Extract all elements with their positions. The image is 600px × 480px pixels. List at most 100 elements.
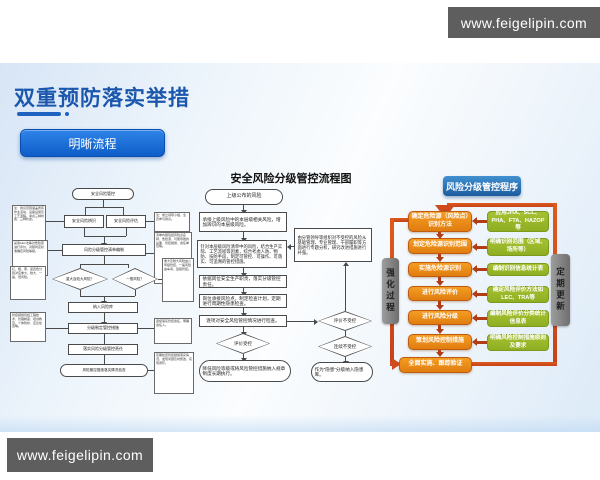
loop-arrowhead-right: [392, 358, 401, 370]
lc-note: 管控措施包括工程技术、管理制度、培训教育、个体防护、应急处置等。: [10, 312, 46, 342]
flow-arrow: [345, 357, 346, 362]
flow-arrow: [243, 327, 244, 333]
rc-step: 策划风险控制措施: [408, 334, 472, 350]
mc-start-ellipse: 上级公布的风险: [205, 189, 283, 205]
flow-arrow: [243, 288, 244, 293]
note-arrow: [477, 317, 487, 320]
rc-step: 确定危险源（风险点）识别方法: [408, 211, 472, 232]
right-chart-title: 风险分级管控程序: [443, 176, 521, 196]
rc-bar-right: 定期更新: [551, 254, 570, 326]
diamond-fill: [53, 269, 107, 289]
note-arrow: [477, 246, 487, 249]
watermark-top-right: www.feigelipin.com: [448, 7, 600, 38]
rc-note: 应用JHA、SCL、PHA、FTA、HAZOP等: [487, 210, 549, 232]
rc-step: 进行风险分级: [408, 310, 472, 325]
flow-arrow: [104, 313, 105, 323]
flow-line: [126, 228, 127, 236]
loop-line: [472, 362, 557, 366]
mc-end-left: 降低风险等级或将风险管控措施纳入规章制度长期执行。: [199, 360, 291, 382]
lc-branch-right: 安全风险评估: [106, 215, 146, 228]
section-badge: 明晰流程: [20, 129, 165, 157]
flow-line: [80, 296, 135, 297]
flow-line: [84, 236, 126, 237]
diamond-fill: [113, 269, 157, 289]
note-arrow: [477, 220, 487, 223]
diamond-label: 连续不受控: [333, 343, 357, 349]
flow-line: [80, 290, 81, 296]
flow-arrow: [287, 321, 315, 322]
rc-step: 划定危险源识别范围: [408, 238, 472, 254]
lc-diamond-general: 一般风险？: [112, 268, 158, 290]
left-flowchart: 安全风险管控 安全风险辨识 安全风险评估 注：辨识范围涵盖所有作业活动、设备设施…: [10, 183, 196, 394]
flow-arrow: [243, 308, 244, 314]
diamond-label: 评价不受控: [333, 318, 357, 323]
mc-step3: 依据岗位安全生产职责，落实分级管控责任。: [199, 275, 287, 288]
lc-note: 定期检查管控措施落实情况，发现问题及时整改，实现闭环。: [154, 352, 194, 394]
step-arrow: [438, 254, 441, 258]
mc-decision-uncontrolled: 评价不受控: [318, 311, 372, 331]
flow-line: [48, 250, 62, 251]
mc-step4: 岗位承接风险点，制定检查计划，定期进行周期性隐患检查。: [199, 294, 287, 308]
right-diagram: 风险分级管控程序 确定危险源（风险点）识别方法 划定危险源识别范围 实施危险源识…: [380, 160, 600, 382]
flow-line: [85, 207, 123, 208]
lc-list-box: 风险分级管控清单编制: [62, 244, 146, 256]
middle-flowchart: 安全风险分级管控流程图 上级公布的风险 承接上级风险中的本层级相关风险，增加辨识…: [195, 170, 391, 384]
loop-line: [447, 203, 557, 207]
flow-line: [46, 221, 64, 222]
flow-line: [128, 264, 129, 268]
rc-bar-left: 强化过程: [382, 258, 399, 324]
note-arrow: [477, 268, 487, 271]
flow-line: [146, 253, 154, 254]
flow-line: [146, 221, 154, 222]
flow-line: [84, 228, 85, 236]
rc-note: 明确风险控制措施原则及要求: [487, 334, 549, 351]
diamond-fill: [217, 334, 269, 353]
flow-line: [85, 207, 86, 215]
lc-start-ellipse: 安全风险管控: [72, 188, 134, 200]
lc-note: 注：成立领导小组，全员参与辨识。: [154, 212, 190, 232]
flow-line: [148, 370, 154, 371]
rc-note: 编制风险评价分类统计信息表: [487, 310, 549, 327]
flow-arrow: [104, 296, 105, 302]
lc-note: 红、橙、黄、蓝四色分别对应重大、较大、一般、低风险。: [10, 266, 46, 300]
flow-arrow: [345, 265, 346, 311]
flow-line: [123, 207, 124, 215]
mc-step1: 承接上级风险中的本层级相关风险，增加辨识的本层级风险。: [199, 212, 287, 232]
flow-line: [138, 328, 154, 329]
step-arrow: [438, 350, 441, 353]
lc-end-ellipse: 风险管控措施落实情况检查: [60, 364, 148, 377]
flow-line: [103, 200, 104, 207]
rc-note: 编制识别信息统计表: [487, 263, 549, 276]
mc-step5: 逐项对安全风险管控情况进行检查。: [199, 315, 287, 327]
lc-box-duty: 落实风险分级管控责任: [68, 344, 138, 355]
flow-arrow: [290, 246, 294, 247]
flow-line: [135, 290, 136, 296]
flow-line: [345, 331, 346, 336]
step-arrow: [438, 325, 441, 330]
flow-arrow: [243, 268, 244, 274]
diamond-fill: [319, 312, 371, 330]
mc-end-right: 作为“隐患”分级纳入隐患库。: [311, 362, 373, 382]
rc-step-final: 全面实施、跟踪验证: [399, 357, 472, 373]
rc-step: 进行风险评价: [408, 286, 472, 301]
flow-line: [46, 328, 68, 329]
mc-decision-continuous: 连续不受控: [318, 336, 372, 357]
step-arrow: [438, 277, 441, 282]
flow-line: [104, 256, 105, 264]
diamond-label: 评价受控: [234, 340, 252, 346]
diamond-label: 一般风险？: [126, 276, 144, 281]
title-underline-dot: [65, 112, 69, 116]
mc-step2: 针对本层级风险清单中的风险，结合生产实际、工艺流程等因素，综合考虑人防、物防、技…: [197, 240, 287, 268]
mid-chart-title: 安全风险分级管控流程图: [230, 173, 352, 185]
flow-line: [104, 334, 105, 344]
rc-note: 确定风险评价方法如LEC、TRA等: [487, 286, 549, 303]
lc-note: 注：辨识范围涵盖所有作业活动、设备设施及工艺流程，考虑三种时态、三种状态。: [12, 205, 46, 245]
title-underline: [17, 112, 61, 116]
flow-arrow: [243, 354, 244, 359]
step-arrow: [438, 232, 441, 235]
page-title: 双重预防落实举措: [14, 87, 190, 110]
watermark-bottom-left: www.feigelipin.com: [7, 438, 153, 472]
diamond-fill: [319, 337, 371, 356]
flow-line: [158, 279, 162, 280]
watermark-text: www.feigelipin.com: [460, 14, 588, 31]
